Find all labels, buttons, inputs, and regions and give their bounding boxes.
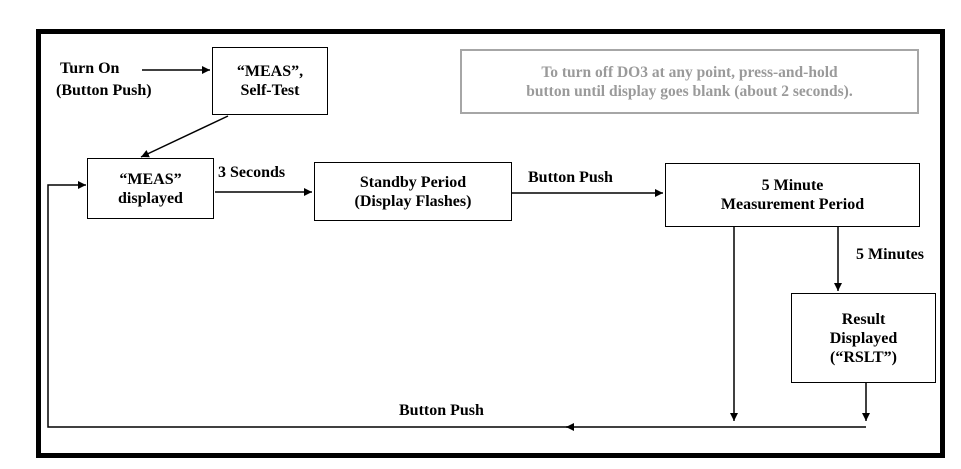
result-line1: Result <box>841 310 886 328</box>
meas-selftest-line2: Self-Test <box>240 82 300 99</box>
result-line2: Displayed <box>829 329 898 347</box>
standby-period-box: Standby Period (Display Flashes) <box>314 162 512 221</box>
button-push-bottom-label: Button Push <box>399 402 484 419</box>
turn-off-note: To turn off DO3 at any point, press-and-… <box>460 49 919 114</box>
result-displayed-box: Result Displayed (“RSLT”) <box>791 293 936 383</box>
standby-line1: Standby Period <box>359 173 467 191</box>
return-line-left <box>47 181 568 428</box>
meas-displayed-line2: displayed <box>118 189 183 207</box>
measurement-line2: Measurement Period <box>720 196 865 213</box>
measurement-period-box: 5 Minute Measurement Period <box>665 163 920 227</box>
turn-off-note-line1: To turn off DO3 at any point, press-and-… <box>541 63 838 81</box>
measurement-line1: 5 Minute <box>761 177 824 194</box>
meas-selftest-box: “MEAS”, Self-Test <box>212 47 328 115</box>
standby-line2: (Display Flashes) <box>354 192 472 210</box>
five-minutes-label: 5 Minutes <box>856 246 924 263</box>
button-push-start-label: (Button Push) <box>56 82 152 99</box>
diagram-frame <box>36 29 945 458</box>
meas-displayed-line1: “MEAS” <box>119 170 182 188</box>
meas-displayed-box: “MEAS” displayed <box>87 158 214 219</box>
result-line3: (“RSLT”) <box>830 348 897 366</box>
turn-off-note-line2: button until display goes blank (about 2… <box>526 82 853 100</box>
arrow-selftest-to-displayed <box>140 115 229 158</box>
three-seconds-label: 3 Seconds <box>218 164 286 181</box>
meas-selftest-line1: “MEAS”, <box>236 63 304 80</box>
turn-on-label: Turn On <box>60 60 120 77</box>
button-push-mid-label: Button Push <box>528 169 613 186</box>
